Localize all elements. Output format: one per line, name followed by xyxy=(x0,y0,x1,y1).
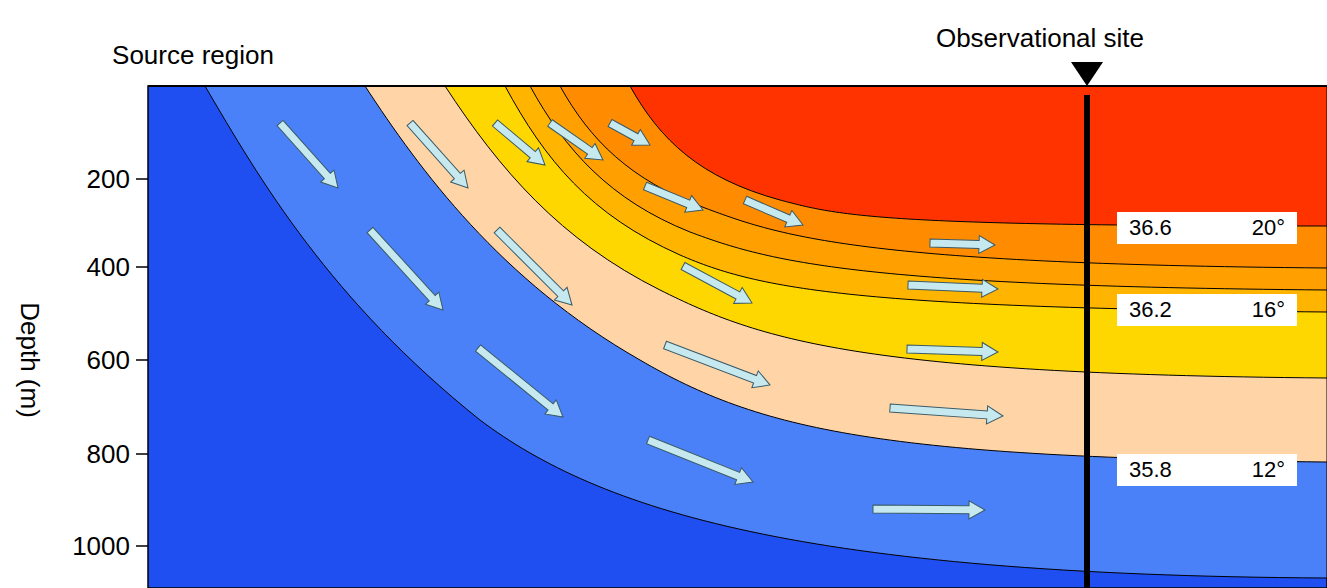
site-label: Observational site xyxy=(936,25,1144,51)
flow-arrow xyxy=(889,399,1003,425)
flow-arrow xyxy=(606,115,655,153)
value-box: 36.2 16° xyxy=(1117,294,1297,326)
temperature-value: 20° xyxy=(1252,215,1285,241)
layer-dark-orange xyxy=(560,86,1327,268)
tick-label: 400 xyxy=(87,254,130,280)
flow-arrow xyxy=(908,276,999,298)
layer-blue xyxy=(205,86,1327,578)
flow-arrow xyxy=(472,341,568,424)
flow-arrow xyxy=(363,224,449,316)
flow-arrow xyxy=(679,258,757,311)
layer-gold xyxy=(505,86,1327,312)
flow-arrow xyxy=(930,234,996,254)
site-marker xyxy=(1071,62,1103,86)
tick-label: 800 xyxy=(87,441,130,467)
layer-peach xyxy=(365,86,1327,462)
layer-yellow xyxy=(445,86,1327,378)
layer-orange xyxy=(530,86,1327,290)
salinity-value: 36.2 xyxy=(1129,297,1172,323)
flow-arrow xyxy=(662,337,773,394)
layer-red xyxy=(630,86,1327,226)
flow-arrow xyxy=(645,432,757,491)
flow-arrow xyxy=(491,224,579,312)
flow-arrow xyxy=(642,178,707,219)
observation-line xyxy=(1084,95,1090,588)
value-box: 36.6 20° xyxy=(1117,212,1297,244)
axis-title: Depth (m) xyxy=(17,302,43,418)
tick-label: 1000 xyxy=(72,533,130,559)
flow-arrow xyxy=(873,500,985,519)
flow-arrow xyxy=(489,116,551,172)
flow-arrow xyxy=(545,116,608,168)
value-box: 35.8 12° xyxy=(1117,454,1297,486)
temperature-value: 12° xyxy=(1252,457,1285,483)
deep-water xyxy=(148,86,1327,588)
flow-arrow xyxy=(907,340,999,361)
salinity-value: 35.8 xyxy=(1129,457,1172,483)
surface-line xyxy=(148,85,1327,87)
flow-arrow xyxy=(403,117,474,194)
temperature-value: 16° xyxy=(1252,297,1285,323)
flow-arrows xyxy=(273,115,1003,519)
tick-label: 600 xyxy=(87,347,130,373)
flow-arrow xyxy=(741,192,806,234)
flow-arrow xyxy=(273,117,344,194)
site-label: Source region xyxy=(112,42,274,68)
salinity-value: 36.6 xyxy=(1129,215,1172,241)
depth-ticks xyxy=(136,179,148,546)
tick-label: 200 xyxy=(87,166,130,192)
